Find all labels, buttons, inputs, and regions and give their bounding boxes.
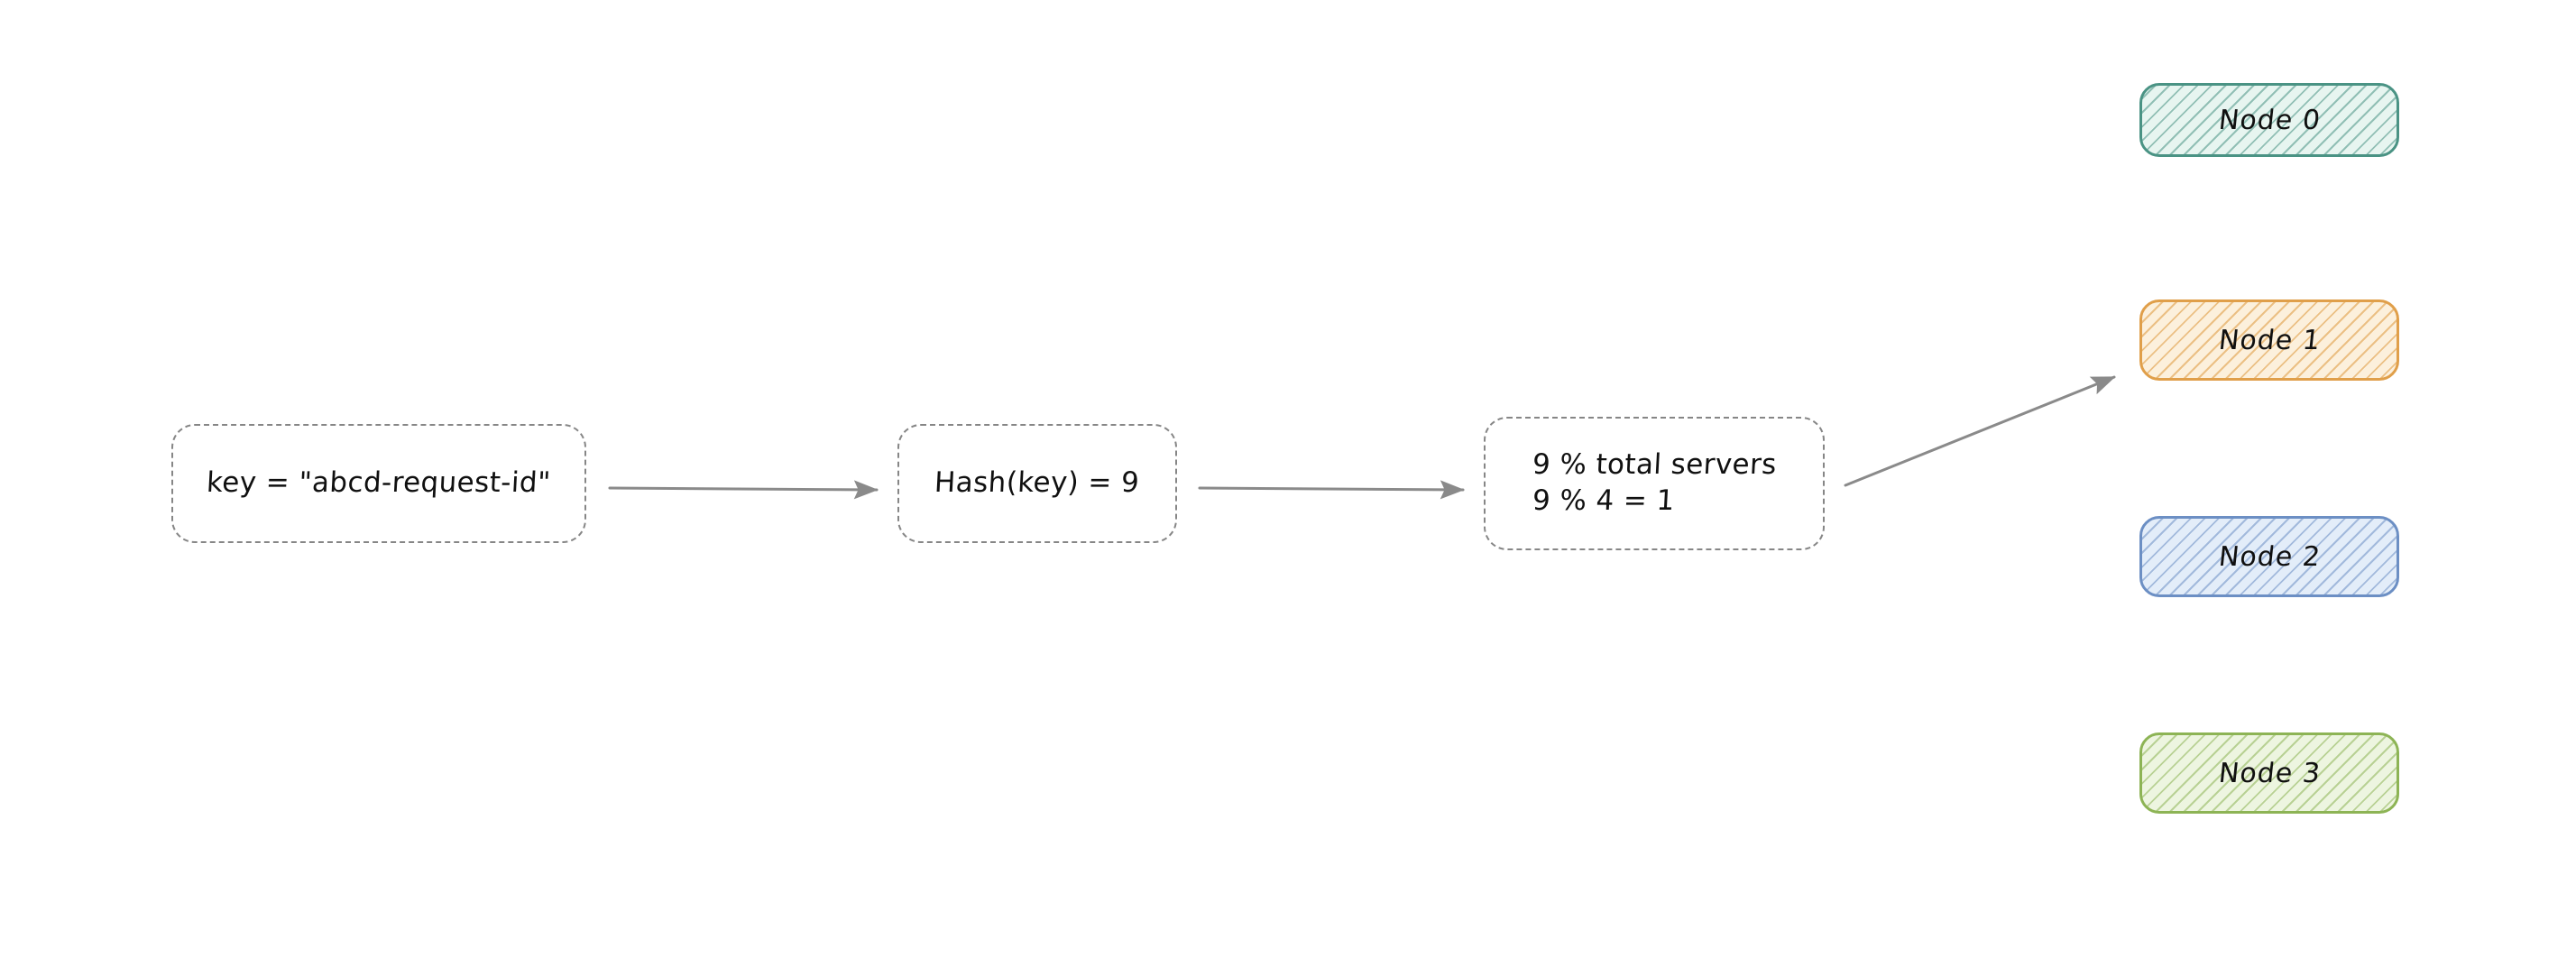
node-label-0: Node 0 (2216, 104, 2323, 136)
node-label-2: Node 2 (2216, 540, 2323, 573)
node-box-0[interactable]: Node 0 (2139, 83, 2399, 157)
arrow-key-to-hash (608, 480, 879, 500)
step-text-line: 9 % 4 = 1 (1531, 484, 1676, 517)
node-label-3: Node 3 (2216, 757, 2323, 789)
key-box[interactable]: key = "abcd-request-id" (171, 424, 586, 543)
hash-box-text: Hash(key) = 9 (934, 465, 1141, 502)
node-box-1[interactable]: Node 1 (2139, 299, 2399, 381)
step-text-line: key = "abcd-request-id" (206, 466, 552, 500)
node-box-2[interactable]: Node 2 (2139, 516, 2399, 597)
step-text-line: 9 % total servers (1531, 448, 1778, 482)
key-box-text: key = "abcd-request-id" (206, 465, 552, 502)
hash-box[interactable]: Hash(key) = 9 (897, 424, 1177, 543)
step-text-line: Hash(key) = 9 (934, 466, 1141, 500)
arrow-modulo-to-node1 (1844, 375, 2116, 487)
arrow-hash-to-modulo (1198, 480, 1465, 500)
node-label-1: Node 1 (2216, 324, 2323, 356)
node-box-3[interactable]: Node 3 (2139, 732, 2399, 814)
